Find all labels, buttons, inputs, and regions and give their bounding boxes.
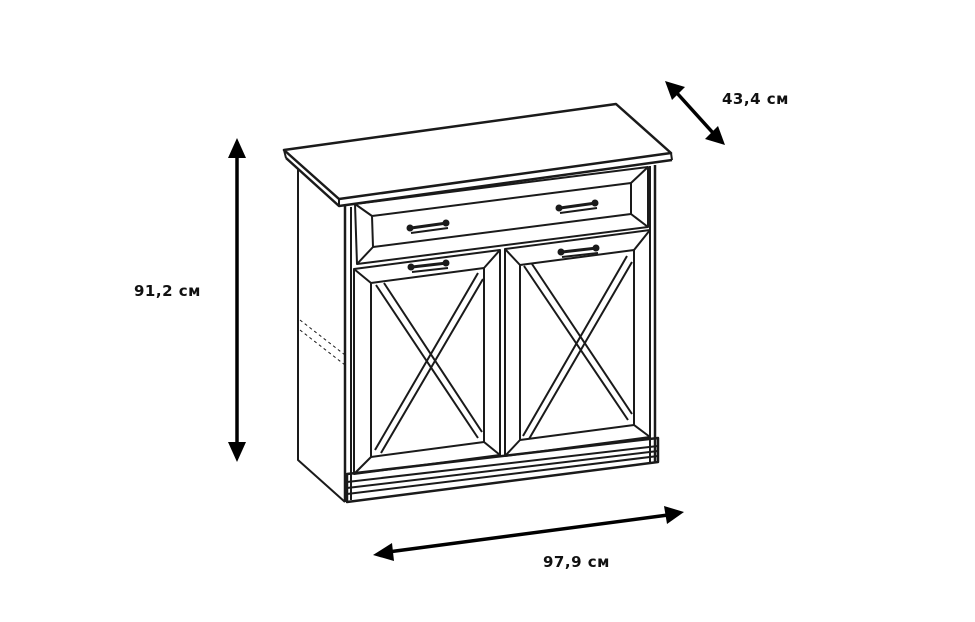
drawer bbox=[354, 166, 649, 265]
drawer-handle-right-icon bbox=[555, 199, 599, 214]
depth-arrow bbox=[665, 81, 725, 145]
side-panel bbox=[297, 168, 346, 503]
plinth bbox=[345, 436, 660, 504]
sideboard-drawing bbox=[282, 102, 673, 504]
width-arrow bbox=[373, 506, 684, 561]
depth-label: 43,4 см bbox=[722, 90, 789, 108]
door-handle-left-icon bbox=[407, 259, 450, 273]
height-label: 91,2 см bbox=[134, 282, 201, 300]
width-label: 97,9 см bbox=[543, 553, 610, 571]
top-surface bbox=[282, 102, 673, 208]
height-arrow bbox=[228, 138, 246, 462]
door-handle-right-icon bbox=[557, 244, 600, 258]
right-door bbox=[504, 229, 651, 457]
left-door bbox=[353, 249, 501, 475]
drawer-handle-left-icon bbox=[406, 219, 450, 234]
